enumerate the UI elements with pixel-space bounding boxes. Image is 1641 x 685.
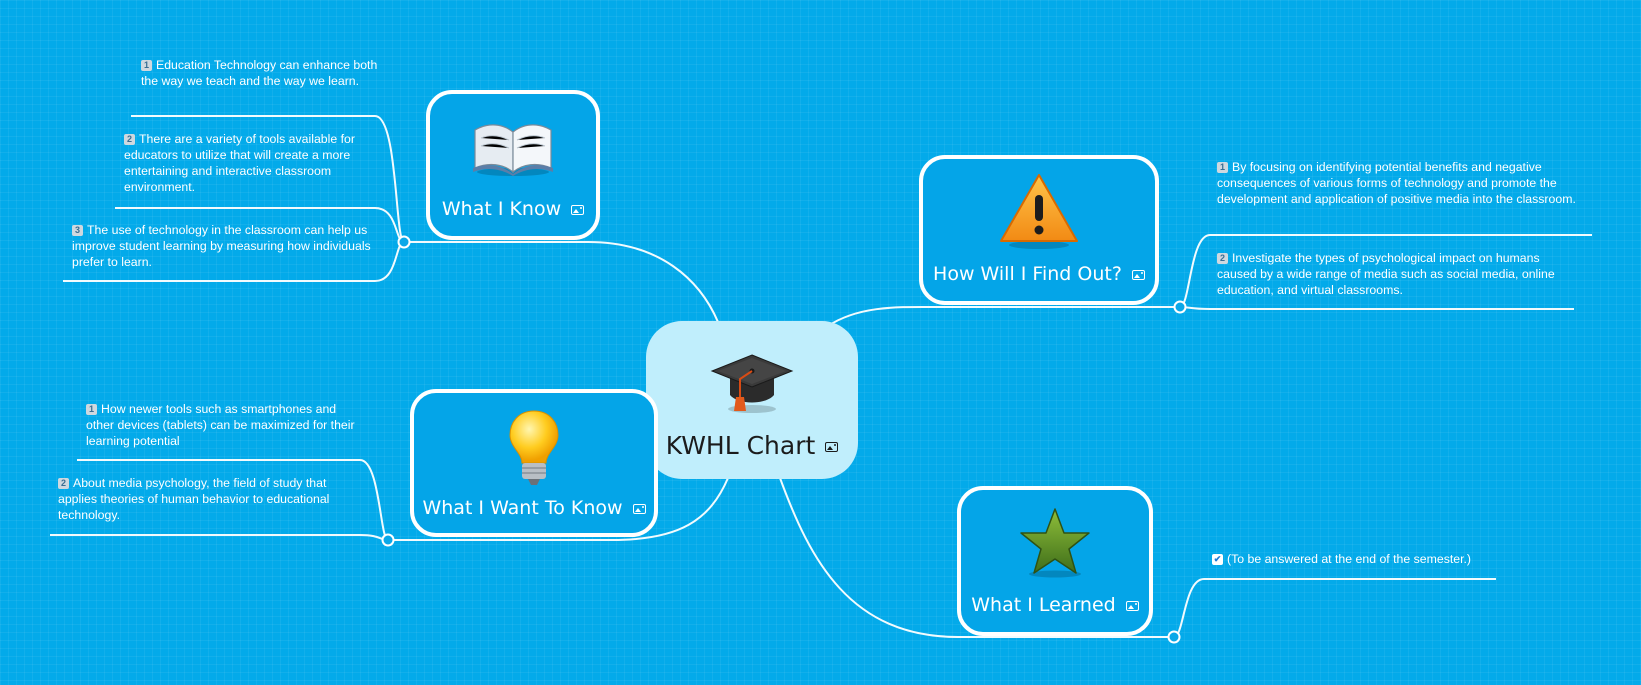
- priority-badge: 2: [1217, 253, 1228, 264]
- green-star-icon: [1020, 508, 1090, 578]
- topic-label: How Will I Find Out?: [923, 263, 1155, 285]
- branch-knob-how: [1173, 300, 1187, 314]
- central-topic-label: KWHL Chart: [646, 431, 858, 460]
- open-book-icon: [473, 124, 553, 176]
- topic-label: What I Learned: [961, 594, 1149, 616]
- priority-badge: 1: [141, 60, 152, 71]
- light-bulb-icon: [509, 410, 559, 485]
- image-icon[interactable]: [571, 204, 585, 215]
- priority-badge: 1: [86, 404, 97, 415]
- link-central-learned: [779, 477, 1174, 638]
- note-learned-1[interactable]: ✔(To be answered at the end of the semes…: [1212, 552, 1472, 566]
- link-central-know: [404, 241, 719, 323]
- topic-what-i-know[interactable]: What I Know: [426, 90, 600, 240]
- branch-knob-learned: [1167, 630, 1181, 644]
- topic-label: What I Want To Know: [414, 497, 654, 519]
- priority-badge: 2: [124, 134, 135, 145]
- image-icon[interactable]: [1131, 269, 1145, 280]
- priority-badge: 3: [72, 225, 83, 236]
- link-central-how: [827, 305, 1180, 327]
- link-central-want: [388, 477, 729, 541]
- topic-what-i-want-to-know[interactable]: What I Want To Know: [410, 389, 658, 537]
- checkbox-icon: ✔: [1212, 554, 1223, 565]
- topic-how-will-i-find-out[interactable]: How Will I Find Out?: [919, 155, 1159, 305]
- priority-badge: 2: [58, 478, 69, 489]
- branch-knob-know: [397, 235, 411, 249]
- image-icon[interactable]: [632, 503, 646, 514]
- central-topic[interactable]: KWHL Chart: [646, 321, 858, 479]
- warning-sign-icon: [1000, 174, 1078, 249]
- topic-label: What I Know: [430, 198, 596, 220]
- image-icon[interactable]: [825, 442, 839, 452]
- priority-badge: 1: [1217, 162, 1228, 173]
- graduation-cap-icon: [710, 354, 794, 413]
- branch-knob-want: [381, 533, 395, 547]
- image-icon[interactable]: [1125, 600, 1139, 611]
- topic-what-i-learned[interactable]: What I Learned: [957, 486, 1153, 636]
